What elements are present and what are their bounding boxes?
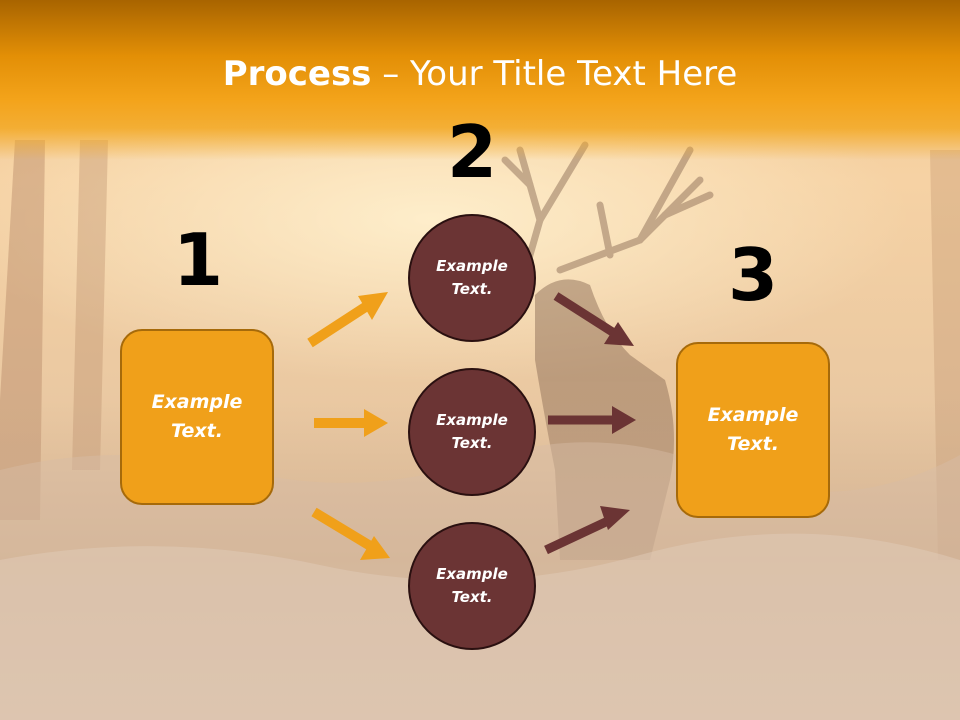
title-rest: – Your Title Text Here — [371, 54, 738, 94]
step-3-text: Example Text. — [707, 404, 799, 455]
arrow-middle-to-3 — [548, 406, 636, 434]
arrow-1-to-top — [307, 292, 388, 348]
step-number-1: 1 — [172, 218, 224, 302]
arrow-bottom-to-3 — [544, 506, 630, 555]
step-number-2: 2 — [446, 110, 498, 194]
step-1-box: Example Text. — [120, 329, 274, 505]
circle-text-top: Example Text. — [436, 257, 508, 298]
circle-text-middle: Example Text. — [436, 411, 508, 452]
title-bar — [0, 0, 960, 160]
arrow-1-to-middle — [314, 409, 388, 437]
slide-title: Process – Your Title Text Here — [0, 52, 960, 96]
title-bold: Process — [222, 54, 372, 94]
step-2-circle-bottom: Example Text. — [408, 522, 536, 650]
step-2-circle-middle: Example Text. — [408, 368, 536, 496]
step-2-circle-top: Example Text. — [408, 214, 536, 342]
circle-text-bottom: Example Text. — [436, 565, 508, 606]
step-number-3: 3 — [727, 233, 779, 317]
tree-trunk-2 — [72, 140, 108, 470]
step-3-box: Example Text. — [676, 342, 830, 518]
arrow-1-to-bottom — [311, 507, 390, 560]
arrow-top-to-3 — [553, 292, 634, 346]
step-1-text: Example Text. — [151, 391, 243, 442]
